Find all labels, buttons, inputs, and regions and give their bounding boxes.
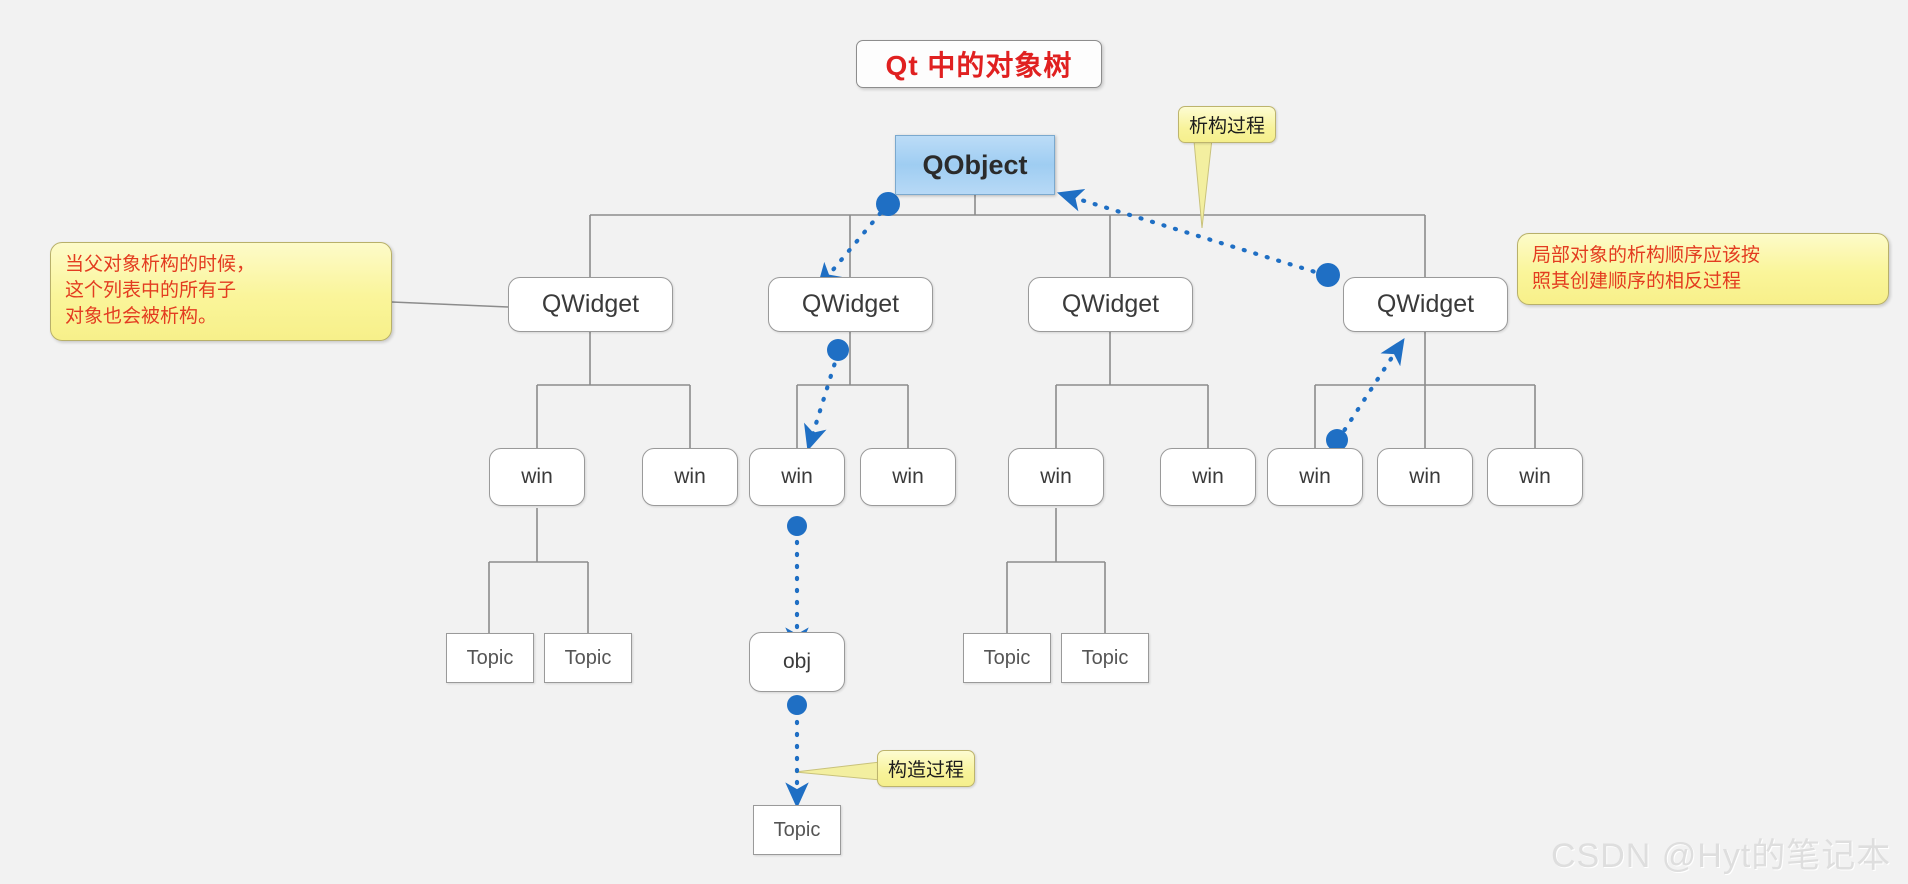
node-win-2[interactable]: win: [642, 448, 738, 506]
tag-destruction-process: 析构过程: [1178, 106, 1277, 143]
callout-right-order-note: 局部对象的析构顺序应该按 照其创建顺序的相反过程: [1517, 233, 1889, 306]
endpoint-dot: [876, 192, 900, 216]
page-title: Qt 中的对象树: [856, 40, 1102, 88]
node-win-9[interactable]: win: [1487, 448, 1583, 506]
node-qwidget-1[interactable]: QWidget: [508, 277, 673, 332]
node-qwidget-4[interactable]: QWidget: [1343, 277, 1508, 332]
node-label: QWidget: [801, 290, 900, 318]
endpoint-dot: [787, 695, 807, 715]
node-label: win: [1519, 465, 1551, 488]
node-topic-5[interactable]: Topic: [753, 805, 841, 855]
node-win-6[interactable]: win: [1160, 448, 1256, 506]
node-qobject[interactable]: QObject: [895, 135, 1055, 195]
node-topic-2[interactable]: Topic: [544, 633, 632, 683]
node-label: win: [1040, 465, 1072, 488]
node-win-7[interactable]: win: [1267, 448, 1363, 506]
node-label: Topic: [466, 646, 514, 669]
node-label: QWidget: [1061, 290, 1160, 318]
node-topic-1[interactable]: Topic: [446, 633, 534, 683]
tree-edges: [488, 195, 1536, 633]
node-label: Topic: [564, 646, 612, 669]
node-label: Topic: [1081, 646, 1129, 669]
endpoint-dot: [1316, 263, 1340, 287]
node-topic-3[interactable]: Topic: [963, 633, 1051, 683]
node-label: win: [1299, 465, 1331, 488]
node-label: obj: [782, 650, 812, 673]
node-win-5[interactable]: win: [1008, 448, 1104, 506]
watermark: CSDN @Hyt的笔记本: [1551, 837, 1892, 875]
node-label: win: [521, 465, 553, 488]
arrow-win7-to-widget4: [1335, 337, 1405, 443]
node-label: win: [781, 465, 813, 488]
node-label: win: [892, 465, 924, 488]
endpoint-dot: [827, 339, 849, 361]
node-label: QWidget: [1376, 290, 1475, 318]
node-label: Topic: [773, 818, 821, 841]
node-obj[interactable]: obj: [749, 632, 845, 692]
node-label: win: [1192, 465, 1224, 488]
arrow-widget4-to-qobject: [1056, 188, 1328, 278]
node-qwidget-3[interactable]: QWidget: [1028, 277, 1193, 332]
node-label: QObject: [922, 149, 1028, 180]
arrow-widget2-to-win3: [804, 350, 841, 452]
callout-left-destructor-note: 当父对象析构的时候， 这个列表中的所有子 对象也会被析构。: [50, 242, 392, 341]
node-win-3[interactable]: win: [749, 448, 845, 506]
node-label: win: [1409, 465, 1441, 488]
node-win-8[interactable]: win: [1377, 448, 1473, 506]
node-win-4[interactable]: win: [860, 448, 956, 506]
node-label: Topic: [983, 646, 1031, 669]
tag-construction-process: 构造过程: [877, 750, 976, 787]
endpoint-dot: [787, 516, 807, 536]
node-label: QWidget: [541, 290, 640, 318]
callout-leaders: [391, 301, 509, 308]
node-qwidget-2[interactable]: QWidget: [768, 277, 933, 332]
node-topic-4[interactable]: Topic: [1061, 633, 1149, 683]
node-label: win: [674, 465, 706, 488]
arrow-qobject-to-widget2: [816, 201, 891, 290]
node-win-1[interactable]: win: [489, 448, 585, 506]
